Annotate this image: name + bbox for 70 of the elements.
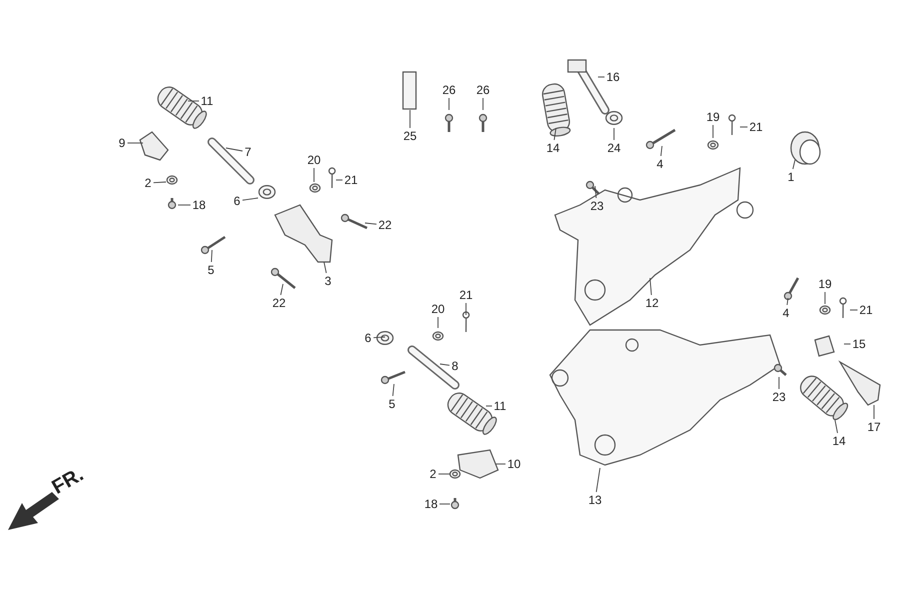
leader-line (712, 124, 714, 138)
leader-line (373, 336, 386, 338)
leader-line (792, 160, 796, 170)
callout-number: 8 (452, 359, 458, 373)
callout-number: 15 (852, 337, 866, 351)
leader-line (786, 298, 788, 306)
leader-line (127, 142, 144, 144)
leader-line (280, 284, 284, 296)
leader-line (598, 76, 605, 78)
callout-number: 4 (782, 306, 790, 320)
callout-number: 2 (144, 176, 152, 190)
leader-line (242, 198, 258, 201)
callout-number: 7 (244, 145, 252, 159)
callout-number: 23 (772, 390, 786, 404)
callout-number: 26 (476, 83, 490, 97)
callout-number: 10 (507, 457, 521, 471)
callout-number: 14 (546, 141, 560, 155)
leader-line (178, 204, 191, 206)
callout-number: 24 (607, 141, 621, 155)
callout-number: 16 (606, 70, 620, 84)
leader-line (392, 384, 394, 396)
leader-line (226, 148, 243, 152)
leader-line (210, 250, 212, 262)
leader-line (650, 278, 652, 296)
callout-number: 20 (307, 153, 321, 167)
callout-number: 19 (818, 277, 832, 291)
leader-line (153, 182, 166, 184)
leader-line (448, 98, 450, 110)
callout-number: 18 (192, 198, 206, 212)
leader-line (594, 186, 597, 198)
callout-number: 25 (403, 129, 417, 143)
leader-line (596, 468, 600, 492)
leader-line (364, 222, 377, 225)
callout-number: 12 (645, 296, 659, 310)
leader-line (324, 262, 327, 274)
leader-line (660, 146, 662, 156)
callout-number: 22 (378, 218, 392, 232)
callout-number: 26 (442, 83, 456, 97)
callout-number: 4 (656, 157, 664, 171)
callout-number: 13 (588, 493, 602, 507)
callout-number: 23 (590, 199, 604, 213)
callout-number: 17 (867, 420, 881, 434)
callout-number: 21 (459, 288, 473, 302)
callout-number: 21 (749, 120, 763, 134)
leader-line (440, 364, 450, 366)
callout-number: 6 (234, 194, 240, 208)
callout-number: 2 (430, 467, 436, 481)
callout-number: 21 (859, 303, 873, 317)
callout-number: 11 (494, 399, 506, 413)
leader-line (740, 126, 748, 128)
direction-label: FR. (48, 463, 88, 500)
leader-line (834, 420, 838, 434)
callout-number: 5 (208, 263, 214, 277)
leader-line (188, 100, 200, 102)
leader-line (554, 128, 556, 140)
leader-line (824, 292, 826, 304)
callout-number: 3 (324, 274, 332, 288)
callout-number: 1 (788, 170, 794, 184)
callout-number: 9 (118, 136, 126, 150)
leader-line (778, 376, 780, 390)
callout-number: 19 (706, 110, 720, 124)
leader-line (482, 98, 484, 110)
callout-number: 5 (388, 397, 396, 411)
callout-number: 20 (431, 302, 445, 316)
callout-number: 6 (364, 331, 372, 345)
callout-number: 14 (832, 434, 846, 448)
callout-number: 18 (424, 497, 438, 511)
callout-number: 22 (272, 296, 286, 310)
callout-number: 11 (200, 94, 214, 108)
callout-number: 21 (344, 173, 358, 187)
